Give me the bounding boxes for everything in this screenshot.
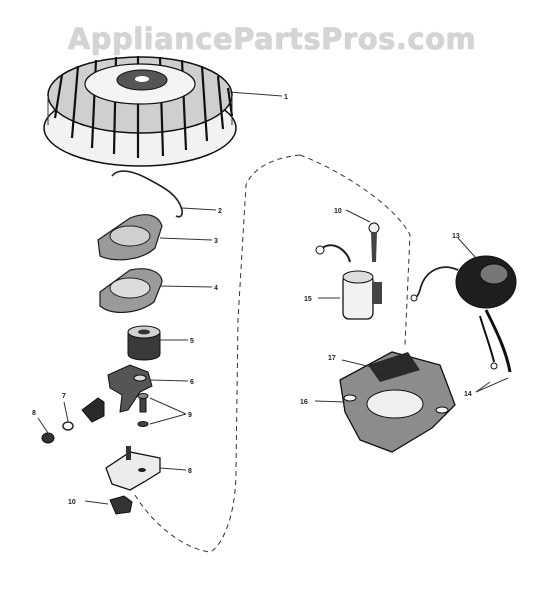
callout-17: 17	[328, 355, 336, 362]
flywheel	[43, 56, 237, 167]
washer	[62, 421, 74, 431]
callout-10-lower: 10	[68, 499, 76, 506]
callout-8: 8	[32, 410, 36, 417]
callout-4: 4	[214, 285, 218, 292]
callout-7: 7	[62, 393, 66, 400]
cam	[127, 325, 161, 361]
breaker-arm	[107, 364, 153, 413]
assembly-outline	[134, 154, 411, 553]
callout-8-plate: 8	[188, 468, 192, 475]
spring-clip	[111, 170, 183, 218]
felt-block	[109, 495, 133, 515]
terminal-bracket	[81, 397, 105, 423]
callout-9: 9	[188, 412, 192, 419]
callout-6: 6	[190, 379, 194, 386]
callout-13: 13	[452, 233, 460, 240]
coil-wires	[479, 309, 512, 373]
ignition-coil	[410, 255, 517, 309]
callout-15: 15	[304, 296, 312, 303]
condenser-screw	[368, 222, 380, 262]
breaker-plate	[105, 446, 161, 491]
watermark: AppliancePartsPros.com	[67, 22, 477, 56]
leader-lines	[37, 91, 509, 505]
gasket	[99, 268, 163, 313]
callout-1: 1	[284, 94, 288, 101]
stator-base	[339, 351, 456, 453]
screw-pair	[137, 393, 149, 427]
condenser	[315, 244, 382, 320]
callout-10-upper: 10	[334, 208, 342, 215]
callout-16: 16	[300, 399, 308, 406]
callout-5: 5	[190, 338, 194, 345]
dust-cover	[97, 214, 163, 261]
callout-2: 2	[218, 208, 222, 215]
callout-14: 14	[464, 391, 472, 398]
callout-3: 3	[214, 238, 218, 245]
nut	[41, 432, 55, 444]
